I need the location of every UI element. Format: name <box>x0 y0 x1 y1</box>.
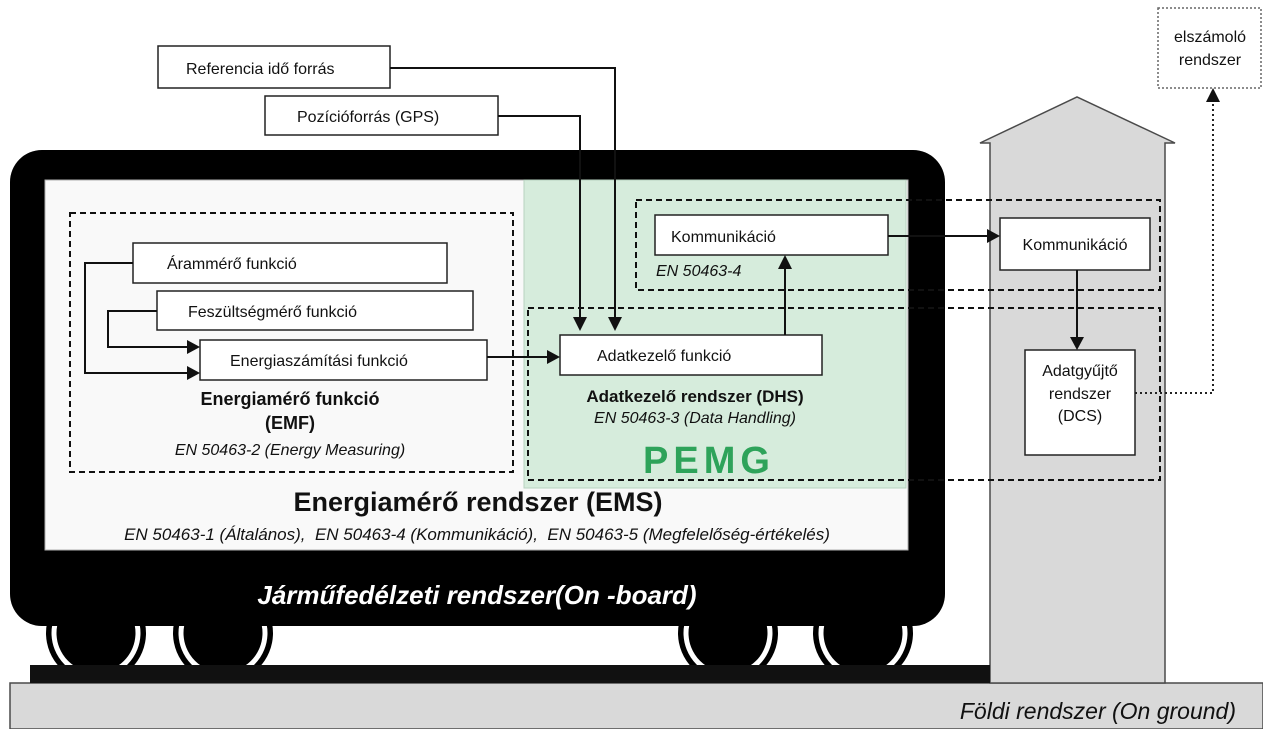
current-measuring-label: Árammérő funkció <box>167 254 297 273</box>
connector-line <box>107 310 188 348</box>
ground-system-label: Földi rendszer (On ground) <box>960 698 1236 724</box>
arrowhead <box>608 317 622 331</box>
arrow-time-reference-to-data-handling <box>390 67 622 331</box>
data-handling-label: Adatkezelő funkció <box>597 348 731 365</box>
billing-system-box <box>1157 7 1262 89</box>
ground-bar <box>9 682 1263 729</box>
ground-communication-box <box>999 217 1151 271</box>
energy-calculation-label: Energiaszámítási funkció <box>230 353 408 370</box>
arrowhead <box>547 350 560 364</box>
emf-title: Energiamérő funkció <box>200 389 379 409</box>
dhs-title: Adatkezelő rendszer (DHS) <box>586 387 803 406</box>
data-collection-label-line: (DCS) <box>1058 408 1102 425</box>
energy-calculation-box <box>199 339 488 381</box>
voltage-measuring-label: Feszültségmérő funkció <box>188 304 357 321</box>
time-reference-box <box>157 45 391 89</box>
arrowhead <box>1206 88 1220 102</box>
ems-title: Energiamérő rendszer (EMS) <box>293 487 662 517</box>
arrow-onboard-to-ground-communication <box>888 229 1000 243</box>
connector-line <box>1135 101 1214 394</box>
arrowhead <box>187 366 200 380</box>
connector-line <box>84 262 188 374</box>
data-collection-box <box>1024 349 1136 456</box>
billing-system: elszámoló rendszer <box>1157 7 1262 89</box>
dhs-standard: EN 50463-3 (Data Handling) <box>594 410 796 427</box>
ems-standards: EN 50463-1 (Általános), EN 50463-4 (Komm… <box>124 525 830 544</box>
pemg-label: PEMG <box>643 440 775 482</box>
ground-communication: Kommunikáció <box>999 217 1151 271</box>
data-collection-system: Adatgyűjtő rendszer (DCS) <box>1024 349 1136 456</box>
onboard-communication-standard: EN 50463-4 <box>656 263 741 280</box>
data-collection-label-line: rendszer <box>1049 386 1112 403</box>
rail <box>30 665 990 683</box>
arrowhead <box>187 340 200 354</box>
position-label: Pozícióforrás (GPS) <box>297 109 439 126</box>
data-collection-label-line: Adatgyűjtő <box>1042 363 1118 380</box>
connector-line <box>498 115 581 318</box>
onboard-communication-box <box>654 214 889 256</box>
arrow-data-handling-to-communication <box>778 255 792 335</box>
arrowhead <box>573 317 587 331</box>
arrow-voltage-to-energy-calculation <box>107 310 200 354</box>
time-reference-source: Referencia idő forrás <box>157 45 391 89</box>
emf-boundary <box>69 212 514 473</box>
data-handling-box <box>559 334 823 376</box>
arrowhead <box>987 229 1000 243</box>
position-source: Pozícióforrás (GPS) <box>264 95 499 136</box>
voltage-measuring-box <box>156 290 474 331</box>
arrow-current-to-energy-calculation <box>84 262 200 380</box>
arrow-ground-communication-to-dcs <box>1070 270 1084 350</box>
time-reference-label: Referencia idő forrás <box>186 61 335 78</box>
onboard-communication-label: Kommunikáció <box>671 229 776 246</box>
arrowhead <box>778 255 792 269</box>
arrowhead <box>1070 337 1084 350</box>
data-handling-function: Adatkezelő funkció <box>559 334 823 376</box>
dhs-boundary <box>527 307 1161 481</box>
emf-standard: EN 50463-2 (Energy Measuring) <box>175 442 405 459</box>
onboard-system-label: Járműfedélzeti rendszer(On -board) <box>257 580 696 610</box>
voltage-measuring-function: Feszültségmérő funkció <box>156 290 474 331</box>
onboard-communication: Kommunikáció EN 50463-4 <box>654 214 889 280</box>
billing-system-label-line: elszámoló <box>1174 29 1246 46</box>
arrow-dcs-to-billing-system <box>1135 88 1220 394</box>
emf-abbreviation: (EMF) <box>265 413 315 433</box>
position-box <box>264 95 499 136</box>
ground-communication-label: Kommunikáció <box>1023 237 1128 254</box>
connector-line <box>390 67 616 318</box>
arrow-energy-calculation-to-data-handling <box>487 350 560 364</box>
communication-boundary <box>635 199 1161 291</box>
arrow-position-to-data-handling <box>498 115 587 331</box>
billing-system-label-line: rendszer <box>1179 52 1242 69</box>
energy-calculation-function: Energiaszámítási funkció <box>199 339 488 381</box>
connectors <box>84 67 1220 394</box>
current-measuring-function: Árammérő funkció <box>132 242 448 284</box>
